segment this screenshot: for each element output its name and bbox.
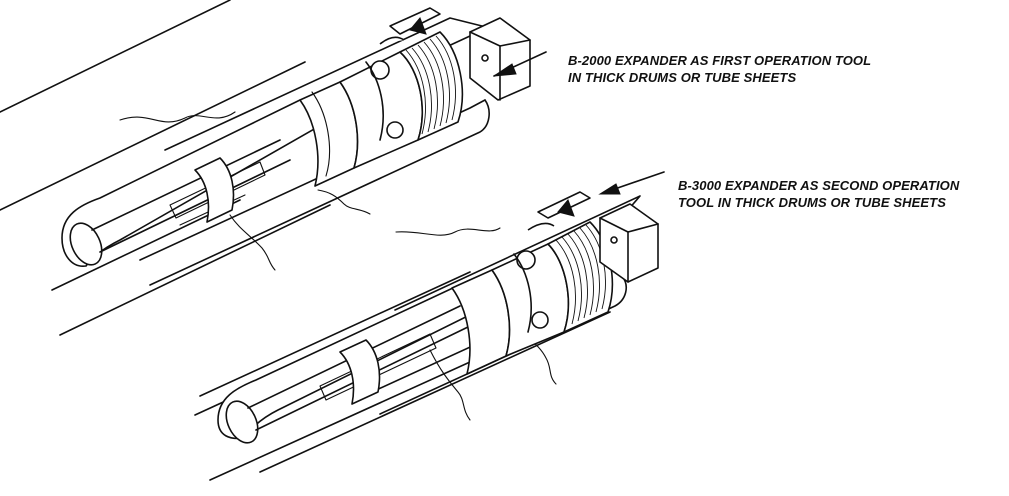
callout-b3000-line1: B-3000 EXPANDER AS SECOND OPERATION	[678, 178, 960, 193]
callout-arrow-1	[493, 51, 547, 77]
drive-shank-lower	[599, 203, 659, 283]
thread-section-upper	[399, 31, 464, 141]
tube-wall-upper	[0, 0, 371, 336]
callout-arrow-2	[598, 171, 665, 195]
callout-b2000: B-2000 EXPANDER AS FIRST OPERATION TOOL …	[568, 52, 871, 86]
callout-b2000-line1: B-2000 EXPANDER AS FIRST OPERATION TOOL	[568, 53, 872, 68]
b3000-expander-drawing	[194, 171, 665, 481]
callout-b3000: B-3000 EXPANDER AS SECOND OPERATION TOOL…	[678, 177, 959, 211]
callout-b2000-line2: IN THICK DRUMS OR TUBE SHEETS	[568, 70, 797, 85]
clip-lower	[527, 191, 591, 231]
mandrel-lower	[217, 269, 511, 444]
mandrel-upper	[61, 81, 359, 267]
drive-shank-upper	[469, 17, 531, 101]
callout-b3000-line2: TOOL IN THICK DRUMS OR TUBE SHEETS	[678, 195, 946, 210]
clip-upper	[379, 7, 441, 45]
b2000-expander-drawing	[0, 0, 547, 336]
